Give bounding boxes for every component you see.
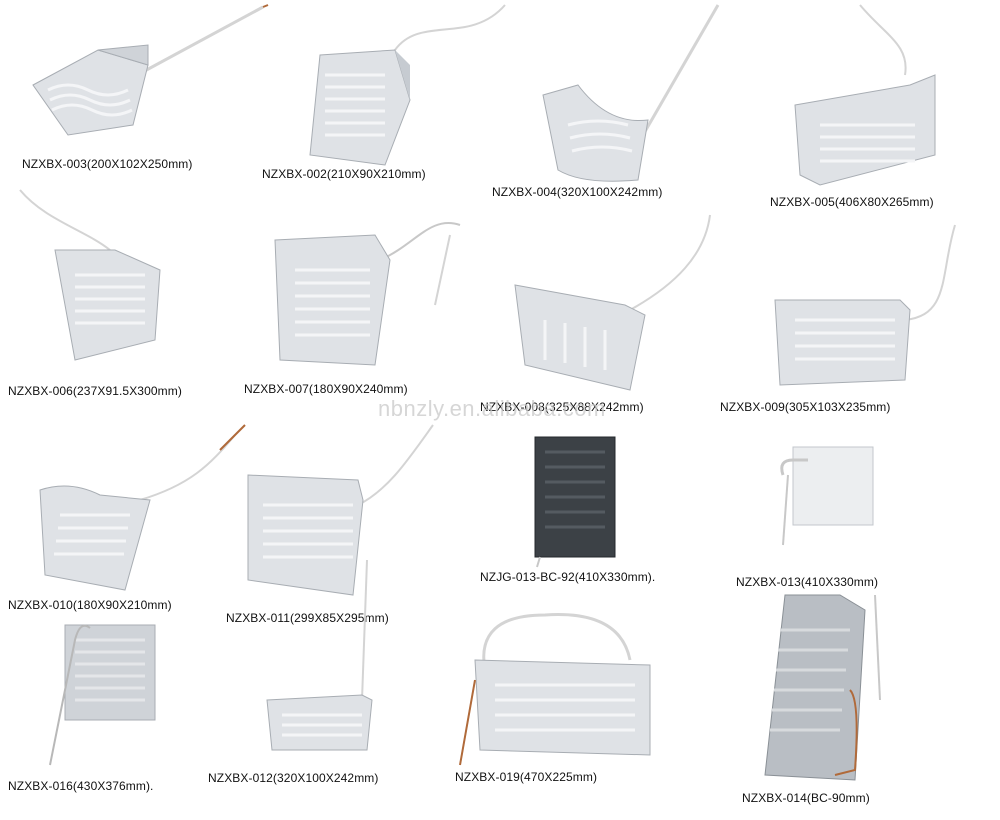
product-label: NZXBX-009(305X103X235mm) [720,400,891,414]
product-label: NZXBX-003(200X102X250mm) [22,157,193,171]
evaporator-plate-image [309,4,506,166]
evaporator-plate-image [274,222,461,366]
product-label: NZXBX-008(325X88X242mm) [480,400,644,414]
evaporator-plate-image [247,424,434,596]
product-label: NZXBX-019(470X225mm) [455,770,598,784]
product-label: NZXBX-016(430X376mm). [8,779,154,793]
evaporator-plate-image [794,4,936,186]
evaporator-plate-image [19,189,161,361]
product-label: NZXBX-014(BC-90mm) [742,791,870,805]
evaporator-plate-image [764,594,881,781]
product-label: NZXBX-002(210X90X210mm) [262,167,426,181]
product-label: NZXBX-007(180X90X240mm) [244,382,408,396]
evaporator-plate-image [514,214,711,391]
evaporator-plate-image [534,436,616,568]
evaporator-plate-image [774,224,956,386]
product-label: NZXBX-005(406X80X265mm) [770,195,934,209]
product-label: NZXBX-011(299X85X295mm) [226,611,389,625]
evaporator-plate-image [32,4,269,136]
product-label: NZXBX-010(180X90X210mm) [8,598,172,612]
product-label: NZXBX-012(320X100X242mm) [208,771,379,785]
evaporator-plate-image [459,613,651,766]
evaporator-plate-image [780,446,874,546]
product-label: NZJG-013-BC-92(410X330mm). [480,570,656,584]
product-label: NZXBX-013(410X330mm) [736,575,879,589]
product-label: NZXBX-004(320X100X242mm) [492,185,663,199]
product-label: NZXBX-006(237X91.5X300mm) [8,384,182,398]
evaporator-plate-image [39,424,246,591]
evaporator-plate-image [49,624,156,766]
evaporator-plate-image [542,4,720,182]
evaporator-plate-image [266,559,373,751]
